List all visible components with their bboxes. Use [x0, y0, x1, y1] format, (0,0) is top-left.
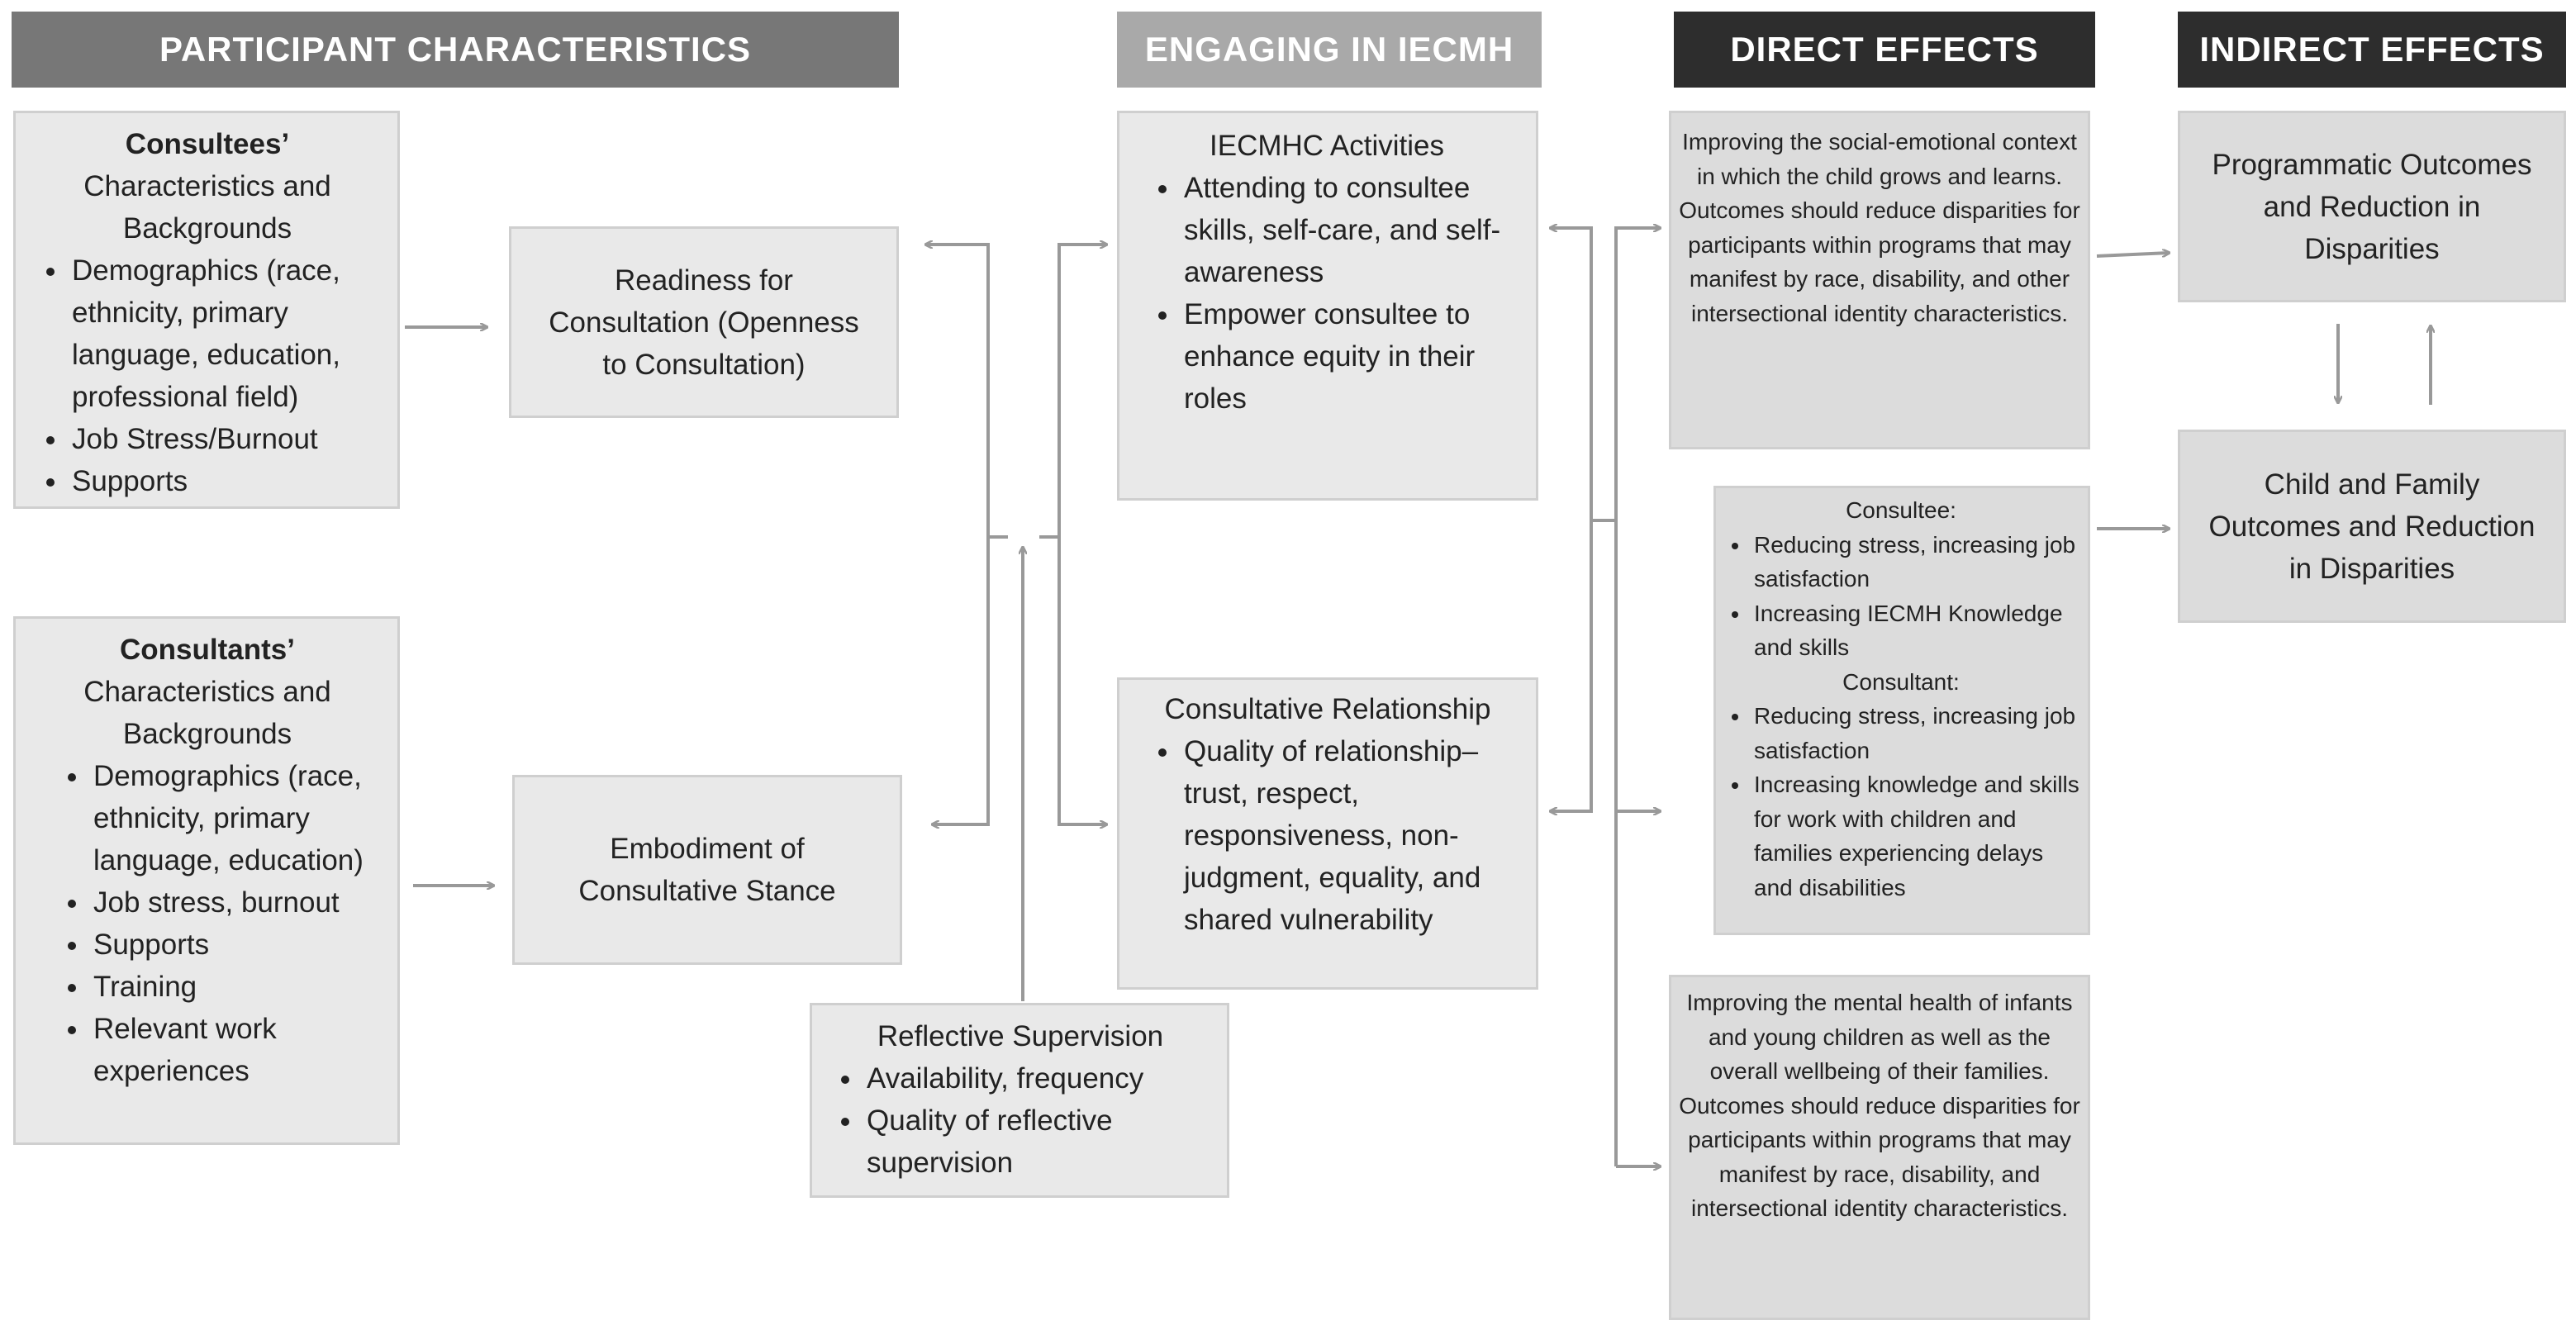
readiness-box: Readiness for Consultation (Openness to …	[509, 226, 899, 418]
list-item: Supports	[69, 460, 389, 502]
list-item: Supports	[90, 924, 389, 966]
consultants-box: Consultants’ Characteristics and Backgro…	[13, 616, 400, 1145]
activities-title: IECMHC Activities	[1210, 130, 1444, 162]
header-direct-label: DIRECT EFFECTS	[1730, 30, 2039, 69]
activities-list: Attending to consultee skills, self-care…	[1126, 167, 1528, 420]
list-item: Attending to consultee skills, self-care…	[1181, 167, 1528, 293]
arrow-bracket-to-readiness	[925, 245, 990, 537]
direct-effect-consultee-consultant: Consultee: Reducing stress, increasing j…	[1713, 486, 2090, 935]
header-participant-label: PARTICIPANT CHARACTERISTICS	[159, 30, 752, 69]
list-item: Training	[90, 966, 389, 1008]
consultees-title: Characteristics and Backgrounds	[83, 170, 331, 245]
consultees-box: Consultees’ Characteristics and Backgrou…	[13, 111, 400, 509]
list-item: Quality of relationship–trust, respect, …	[1181, 730, 1529, 941]
list-item: Reducing stress, increasing job satisfac…	[1751, 699, 2081, 767]
consultee-outcomes-list: Reducing stress, increasing job satisfac…	[1721, 528, 2081, 665]
list-item: Relevant work experiences	[90, 1008, 389, 1092]
list-item: Demographics (race, ethnicity, primary l…	[69, 249, 389, 418]
iecmhc-activities-box: IECMHC Activities Attending to consultee…	[1117, 111, 1538, 501]
reflective-supervision-box: Reflective Supervision Availability, fre…	[810, 1003, 1229, 1198]
arrow-trunk-to-relationship	[1550, 520, 1593, 811]
header-engaging-in-iecmh: ENGAGING IN IECMH	[1117, 12, 1542, 88]
consultative-relationship-box: Consultative Relationship Quality of rel…	[1117, 677, 1538, 990]
list-item: Job Stress/Burnout	[69, 418, 389, 460]
child-family-outcomes-box: Child and Family Outcomes and Reduction …	[2178, 430, 2566, 623]
programmatic-text: Programmatic Outcomes and Reduction in D…	[2212, 148, 2532, 265]
reflective-title: Reflective Supervision	[877, 1020, 1164, 1052]
relationship-list: Quality of relationship–trust, respect, …	[1126, 730, 1529, 941]
consultants-title: Characteristics and Backgrounds	[83, 676, 331, 750]
list-item: Increasing IECMH Knowledge and skills	[1751, 596, 2081, 665]
reflective-list: Availability, frequency Quality of refle…	[820, 1057, 1220, 1184]
childfamily-text: Child and Family Outcomes and Reduction …	[2208, 468, 2536, 585]
header-engaging-label: ENGAGING IN IECMH	[1144, 30, 1514, 69]
arrow-bracket-to-embodiment	[932, 537, 990, 824]
list-item: Availability, frequency	[863, 1057, 1220, 1100]
programmatic-outcomes-box: Programmatic Outcomes and Reduction in D…	[2178, 111, 2566, 302]
consultees-title-bold: Consultees’	[125, 128, 290, 160]
header-direct-effects: DIRECT EFFECTS	[1674, 12, 2095, 88]
consultee-label: Consultee:	[1846, 497, 1956, 523]
list-item: Reducing stress, increasing job satisfac…	[1751, 528, 2081, 596]
list-item: Quality of reflective supervision	[863, 1100, 1220, 1184]
list-item: Job stress, burnout	[90, 881, 389, 924]
direct-effect-mental-health: Improving the mental health of infants a…	[1669, 975, 2090, 1320]
arrow-bracket-to-activities	[1057, 245, 1107, 537]
embodiment-text: Embodiment of Consultative Stance	[578, 833, 836, 907]
list-item: Increasing knowledge and skills for work…	[1751, 767, 2081, 905]
arrow-direct1-to-programmatic	[2096, 253, 2170, 258]
direct-effect-social-emotional: Improving the social-emotional context i…	[1669, 111, 2090, 449]
consultants-list: Demographics (race, ethnicity, primary l…	[26, 755, 389, 1092]
consultants-title-bold: Consultants’	[120, 634, 295, 666]
relationship-title: Consultative Relationship	[1164, 693, 1491, 725]
consultant-outcomes-list: Reducing stress, increasing job satisfac…	[1721, 699, 2081, 905]
embodiment-box: Embodiment of Consultative Stance	[512, 775, 902, 965]
list-item: Demographics (race, ethnicity, primary l…	[90, 755, 389, 881]
arrow-trunk-to-activities	[1550, 228, 1593, 520]
consultant-label: Consultant:	[1842, 668, 1960, 695]
header-participant-characteristics: PARTICIPANT CHARACTERISTICS	[12, 12, 899, 88]
arrow-bracket-to-relationship	[1057, 537, 1107, 824]
readiness-text: Readiness for Consultation (Openness to …	[549, 264, 859, 381]
list-item: Empower consultee to enhance equity in t…	[1181, 293, 1528, 420]
arrow-trunk-to-direct1	[1614, 228, 1661, 1166]
direct3-text: Improving the mental health of infants a…	[1679, 990, 2080, 1221]
header-indirect-effects: INDIRECT EFFECTS	[2178, 12, 2566, 88]
header-indirect-label: INDIRECT EFFECTS	[2199, 30, 2545, 69]
consultees-list: Demographics (race, ethnicity, primary l…	[26, 249, 389, 502]
direct1-text: Improving the social-emotional context i…	[1679, 129, 2080, 326]
